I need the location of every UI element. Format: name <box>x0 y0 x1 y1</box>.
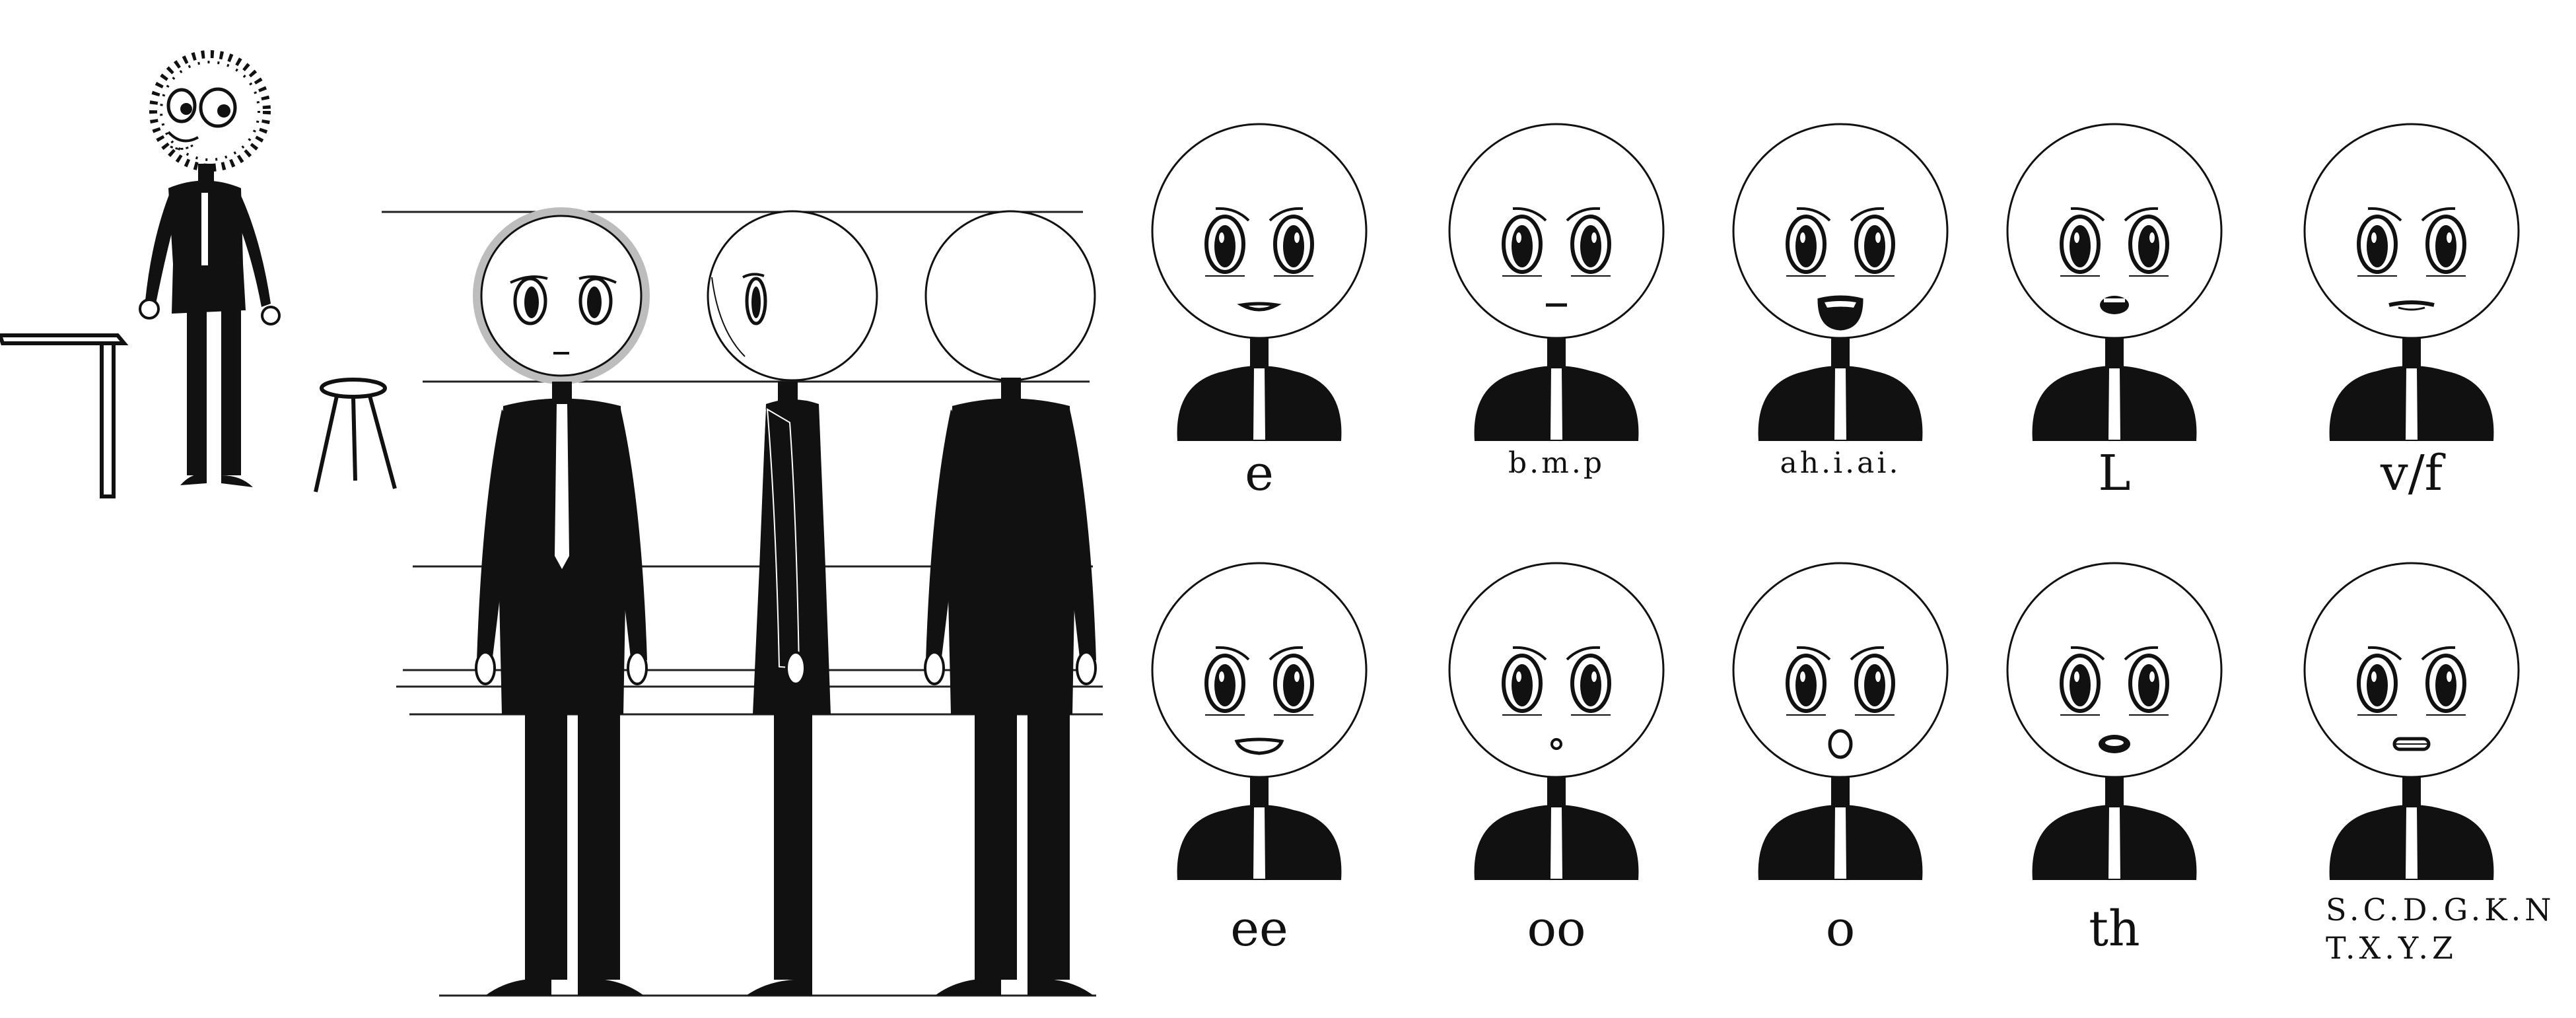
head <box>1448 562 1665 778</box>
head <box>2006 123 2223 339</box>
right-eye <box>1850 207 1895 277</box>
mouth-shape-vf <box>2303 123 2520 441</box>
mouth-bite-lip <box>2388 300 2435 307</box>
left-eye <box>2357 646 2402 716</box>
left-eye <box>2060 207 2105 277</box>
mouth-teeth <box>1825 301 1856 308</box>
head <box>1151 123 1368 339</box>
tie <box>2108 368 2120 440</box>
head <box>1732 123 1949 339</box>
mouth-label-oo: oo <box>1527 900 1586 957</box>
mouth-label-th: th <box>2089 900 2140 957</box>
right-eye <box>2124 207 2169 277</box>
head <box>2303 562 2520 778</box>
tie <box>1834 807 1846 879</box>
neck <box>1547 333 1566 368</box>
left-eye <box>2357 207 2402 277</box>
mouth-label-ahiai: ah.i.ai. <box>1780 446 1901 480</box>
neck <box>2105 772 2124 807</box>
mouth-label-o: o <box>1825 900 1856 957</box>
turnaround <box>382 207 1103 997</box>
right-eye <box>1850 646 1895 716</box>
sketch-table-prop <box>0 333 129 498</box>
neck <box>2402 333 2421 368</box>
right-eye <box>2421 646 2466 716</box>
head <box>2006 562 2223 778</box>
mouth-shape-oo <box>1448 562 1665 880</box>
mouth-label-e: e <box>1245 445 1274 502</box>
turnaround-side-view <box>707 210 878 996</box>
left-eye <box>2060 646 2105 716</box>
sketch-stool-prop <box>314 378 397 492</box>
head <box>1151 562 1368 778</box>
mouth-round <box>1828 729 1853 759</box>
turnaround-front-view <box>473 207 650 996</box>
tie <box>1253 807 1265 879</box>
mouth-shape-ee <box>1151 562 1368 880</box>
right-eye <box>2124 646 2169 716</box>
neck <box>1547 772 1566 807</box>
right-eye <box>1269 646 1314 716</box>
tie <box>2406 807 2418 879</box>
neck <box>1831 333 1850 368</box>
mouth-lip <box>2398 306 2425 311</box>
left-eye <box>1204 646 1250 716</box>
mouth-shape-e <box>1151 123 1368 441</box>
mouth-shape-o <box>1732 562 1949 880</box>
neck <box>1250 772 1269 807</box>
neck <box>2402 772 2421 807</box>
mouth-shape-bmp <box>1448 123 1665 441</box>
mouth-shape-l <box>2006 123 2223 441</box>
neck <box>2105 333 2124 368</box>
sketch-fuzzy-head <box>149 50 271 172</box>
right-eye <box>1269 207 1314 277</box>
head <box>1448 123 1665 339</box>
left-eye <box>1502 207 1547 277</box>
mouth-chart <box>1151 123 2520 880</box>
head <box>2303 123 2520 339</box>
right-eye <box>1566 207 1611 277</box>
mouth-shape-ahiai <box>1732 123 1949 441</box>
left-eye <box>1786 646 1831 716</box>
right-eye <box>1566 646 1611 716</box>
mouth-shape-th <box>2006 562 2223 880</box>
neck <box>1250 333 1269 368</box>
mouth-label-vf: v/f <box>2380 445 2443 502</box>
head <box>1732 562 1949 778</box>
neck <box>1831 772 1850 807</box>
mouth-shape-scdgkn <box>2303 562 2520 880</box>
left-eye <box>1786 207 1831 277</box>
mouth-label-ee: ee <box>1230 900 1288 957</box>
concept-sketch <box>0 50 397 498</box>
sketch-body <box>139 164 281 487</box>
tie <box>2406 368 2418 440</box>
mouth-label-bmp: b.m.p <box>1508 446 1605 480</box>
tie <box>1834 368 1846 440</box>
mouth-smile-small <box>1237 302 1282 312</box>
mouth-label-l: L <box>2098 445 2131 502</box>
mouth-wide-teeth <box>1234 737 1284 755</box>
tie <box>1550 807 1562 879</box>
left-eye <box>1502 646 1547 716</box>
tie <box>1550 368 1562 440</box>
turnaround-back-view <box>924 210 1097 996</box>
tie <box>2108 807 2120 879</box>
tie <box>1253 368 1265 440</box>
left-eye <box>1204 207 1250 277</box>
mouth-label-scdgkn: S.C.D.G.K.N T.X.Y.Z <box>2326 892 2556 966</box>
mouth-tongue <box>2105 739 2124 746</box>
mouth-teeth <box>2104 298 2125 302</box>
mouth-tiny-round <box>1550 738 1562 750</box>
right-eye <box>2421 207 2466 277</box>
